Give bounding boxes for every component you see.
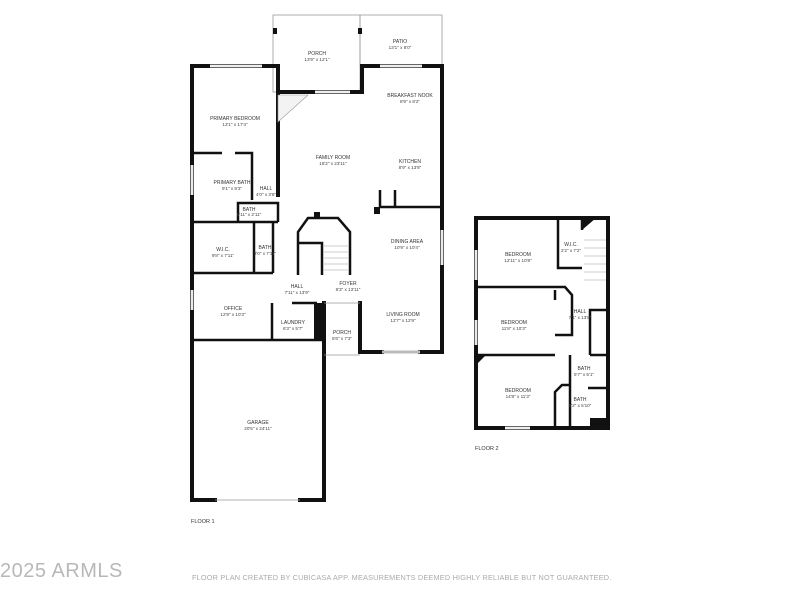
room-dims: 13'1" x 8'0" (389, 45, 412, 50)
room-name: OFFICE (224, 306, 243, 312)
room-name: BATH (578, 366, 591, 372)
floor1-labels: PORCH 13'9" x 12'1" PATIO 13'1" x 8'0" B… (191, 39, 433, 525)
watermark: 2025 ARMLS (0, 560, 123, 582)
floor1-walls (190, 64, 444, 502)
room-dims: 13'9" x 12'1" (304, 57, 330, 62)
floor2-labels: BEDROOM 12'11" x 10'8" W.I.C. 2'2" x 7'2… (475, 242, 594, 452)
room-name: FOYER (339, 281, 357, 287)
room-dims: 4'0" x 3'6" (256, 192, 276, 197)
floor2-label: FLOOR 2 (475, 446, 499, 452)
disclaimer: FLOOR PLAN CREATED BY CUBICASA APP. MEAS… (192, 573, 612, 582)
room-dims: 3'0" x 7'11" (254, 251, 277, 256)
room-name: W.I.C. (564, 242, 578, 248)
room-dims: 2'2" x 7'2" (561, 248, 581, 253)
room-dims: 5'2" x 5'10" (569, 403, 592, 408)
room-name: DINING AREA (391, 239, 424, 245)
room-name: BATH (574, 397, 587, 403)
room-name: PRIMARY BEDROOM (210, 116, 260, 122)
room-name: BEDROOM (505, 252, 531, 258)
room-name: PORCH (333, 330, 351, 336)
room-dims: 6'3" x 5'7" (283, 326, 303, 331)
room-name: KITCHEN (399, 159, 421, 165)
room-name: BATH (243, 207, 256, 213)
room-dims: 7'11" x 13'9" (285, 290, 310, 295)
room-dims: 12'9" x 10'3" (220, 312, 246, 317)
room-name: HALL (291, 284, 304, 290)
room-dims: 12'11" x 10'8" (504, 258, 532, 263)
room-dims: 5'7" x 5'1" (574, 372, 594, 377)
room-dims: 8'3" x 13'11" (336, 287, 361, 292)
room-name: LAUNDRY (281, 320, 305, 326)
room-name: BREAKFAST NOOK (387, 93, 433, 99)
room-name: PRIMARY BATH (214, 180, 251, 186)
room-dims: 14'8" x 11'3" (506, 394, 531, 399)
room-dims: 9'1" x 9'3" (222, 186, 242, 191)
room-dims: 10'9" x 10'4" (394, 245, 420, 250)
room-dims: 5'11" x 2'11" (237, 212, 262, 217)
room-name: PORCH (308, 51, 326, 57)
room-dims: 7'1" x 13'8" (569, 315, 592, 320)
room-name: PATIO (393, 39, 407, 45)
floor2-walls (474, 216, 610, 430)
room-name: HALL (260, 186, 273, 192)
room-dims: 8'9" x 13'8" (399, 165, 422, 170)
room-dims: 20'5" x 24'11" (244, 426, 272, 431)
room-name: BEDROOM (505, 388, 531, 394)
room-name: LIVING ROOM (386, 312, 419, 318)
room-dims: 12'7" x 12'9" (390, 318, 416, 323)
room-name: BEDROOM (501, 320, 527, 326)
room-name: W.I.C. (216, 247, 230, 253)
room-name: BATH (259, 245, 272, 251)
room-name: FAMILY ROOM (316, 155, 350, 161)
room-name: GARAGE (247, 420, 269, 426)
floor1-label: FLOOR 1 (191, 519, 215, 525)
room-dims: 5'6" x 7'3" (332, 336, 352, 341)
room-dims: 9'8" x 7'11" (212, 253, 235, 258)
room-dims: 11'8" x 10'3" (502, 326, 527, 331)
room-name: HALL (574, 309, 587, 315)
room-dims: 13'1" x 17'4" (222, 122, 248, 127)
room-dims: 8'9" x 8'2" (400, 99, 420, 104)
room-dims: 18'2" x 23'11" (319, 161, 347, 166)
outdoor-outlines (272, 14, 443, 93)
